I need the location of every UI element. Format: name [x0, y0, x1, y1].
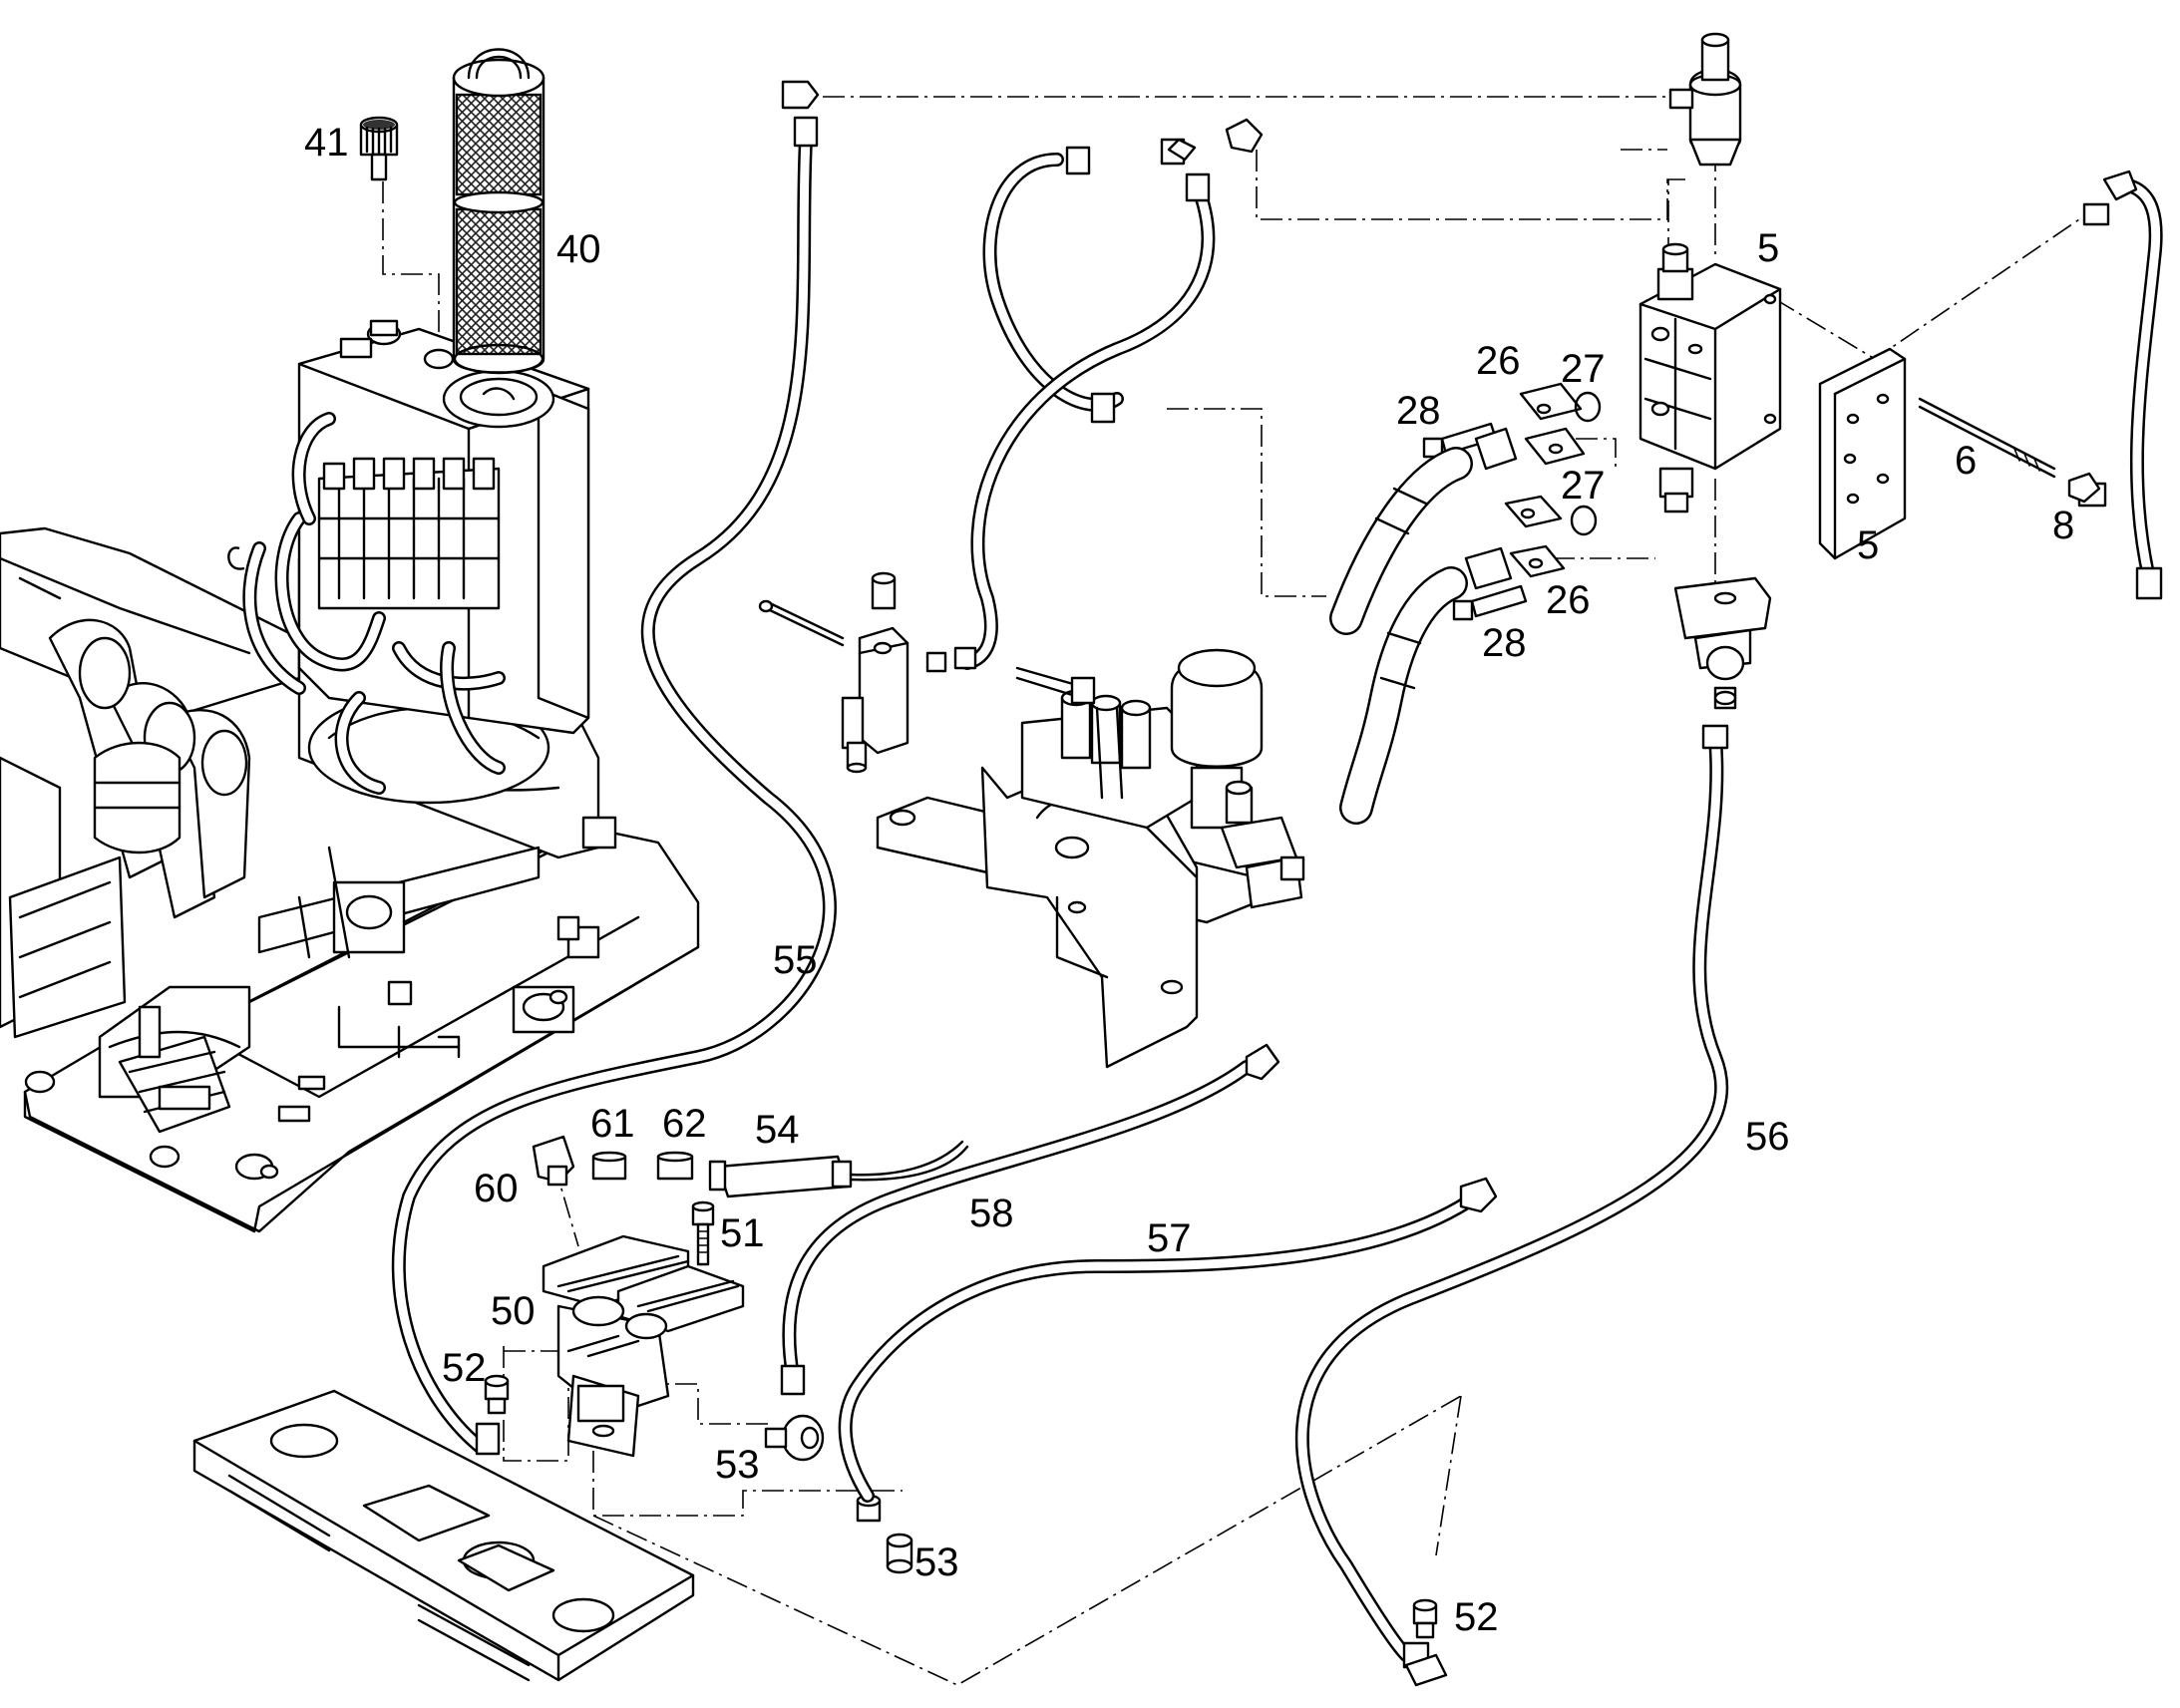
callout-55: 55	[773, 938, 818, 982]
callout-57: 57	[1147, 1216, 1192, 1260]
callout-8: 8	[2052, 504, 2074, 547]
callout-56: 56	[1745, 1115, 1790, 1159]
screw-51	[691, 1200, 715, 1266]
hose-upper-loop	[960, 118, 1264, 670]
nut-8	[2067, 472, 2101, 504]
suction-hoses	[1329, 427, 1518, 825]
callout-41: 41	[304, 121, 349, 165]
cover-plate	[1818, 347, 1907, 560]
callout-54: 54	[755, 1108, 800, 1152]
callout-labels: 5 5 6 8 26 26 27 27 28 28 40 41 50 51 52…	[304, 121, 2074, 1639]
bolt-6	[1918, 397, 2056, 479]
hose-55	[391, 80, 837, 1456]
filter-element	[452, 48, 545, 375]
hose-right	[2077, 170, 2163, 600]
callout-60: 60	[474, 1167, 519, 1210]
leader-lines	[382, 96, 2080, 1686]
callout-53-lower: 53	[914, 1540, 959, 1584]
callout-58: 58	[969, 1192, 1014, 1235]
filter-cap	[359, 116, 399, 181]
floor-plate	[192, 1389, 695, 1682]
callout-61: 61	[590, 1102, 635, 1146]
callout-28-upper: 28	[1396, 389, 1441, 433]
callout-51: 51	[720, 1211, 765, 1255]
pedal-valve	[542, 1234, 745, 1458]
pressure-switch-54	[708, 1140, 969, 1198]
callout-52-left: 52	[442, 1346, 487, 1390]
solenoid-valve	[758, 571, 977, 774]
callout-6: 6	[1955, 439, 1977, 483]
flange-half-upper	[1519, 382, 1586, 466]
callout-26-lower: 26	[1546, 578, 1591, 622]
valve-block	[1638, 242, 1782, 513]
adapter-61	[591, 1151, 627, 1181]
lower-block	[1673, 576, 1772, 710]
callout-26-upper: 26	[1476, 339, 1521, 383]
callout-5-block: 5	[1757, 226, 1779, 270]
control-valve-assembly	[876, 648, 1305, 1069]
callout-50: 50	[491, 1289, 536, 1333]
fitting-52-left	[484, 1374, 510, 1415]
fitting-53-lower	[856, 1494, 913, 1574]
callout-53-upper: 53	[715, 1443, 760, 1487]
o-rings-27	[1570, 391, 1602, 536]
hose-58	[780, 1043, 1280, 1396]
callout-27-lower: 27	[1561, 464, 1606, 508]
hose-56	[1294, 724, 1729, 1687]
hose-57	[838, 1177, 1498, 1503]
callout-52-right: 52	[1454, 1595, 1499, 1639]
accumulator-top	[1668, 32, 1742, 167]
callout-5-cover: 5	[1857, 523, 1879, 567]
hydraulic-tank	[227, 319, 590, 795]
adapter-62	[656, 1151, 694, 1181]
fitting-53-upper	[764, 1414, 825, 1462]
elbow-60	[532, 1135, 575, 1187]
callout-40: 40	[556, 227, 601, 271]
callout-27-upper: 27	[1561, 347, 1606, 391]
flange-half-lower	[1504, 495, 1566, 578]
callout-28-lower: 28	[1482, 621, 1527, 665]
callout-62: 62	[662, 1102, 707, 1146]
fitting-52-right	[1412, 1598, 1438, 1639]
